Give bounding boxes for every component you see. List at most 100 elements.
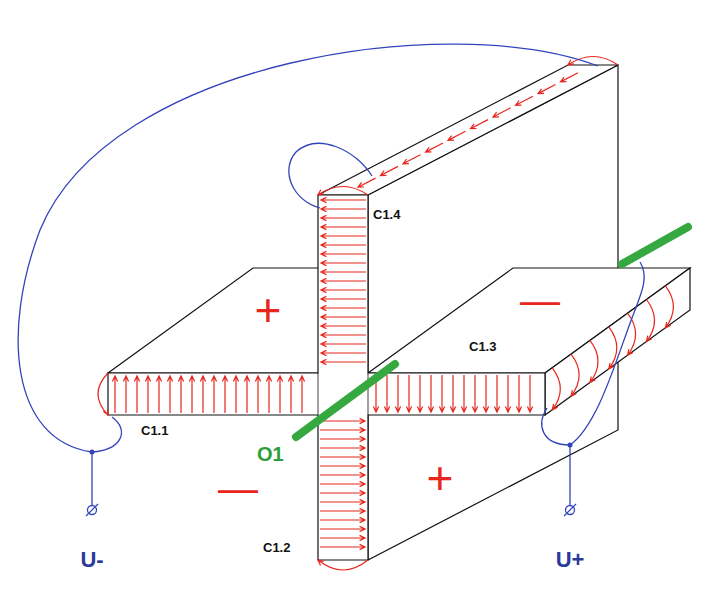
current-arrow [320,508,365,513]
current-arrow [527,375,532,412]
current-arrow [320,490,365,495]
current-arrow [321,278,366,283]
current-arrow [472,375,477,412]
current-arrow [266,376,271,413]
current-arrow [321,206,366,211]
current-arrow [406,375,411,412]
current-arrow [321,197,366,202]
current-arrow [647,300,655,342]
part-label: C1.2 [262,541,291,555]
terminal-symbol [86,504,98,516]
current-arrow [321,224,366,229]
current-arrow [320,472,365,477]
current-arrow [112,376,117,413]
current-arrow [200,376,205,413]
current-arrow [320,436,365,441]
plate-top-strip [318,65,618,195]
current-arrow [321,323,366,328]
current-arrow [505,375,510,412]
current-arrow [516,375,521,412]
current-arrow [561,73,579,82]
terminal-label: U- [80,548,103,571]
current-arrow [321,332,366,337]
current-arrow [403,155,421,164]
current-arrow [288,376,293,413]
current-arrow [384,375,389,412]
current-arrow [483,375,488,412]
current-arrow [321,260,366,265]
wire [92,417,122,452]
current-arrow [244,376,249,413]
current-arrow [299,376,304,413]
junction-dot [568,443,573,448]
wire [18,44,598,452]
part-label: C1.3 [468,340,497,354]
current-arrow [516,96,534,105]
current-arrow [321,296,366,301]
current-arrow [233,376,238,413]
terminal-label: U+ [556,548,585,571]
polarity-sign: — [218,467,258,509]
current-arrow [448,131,466,140]
current-arrow [98,373,108,415]
current-arrow [590,340,598,382]
polarity-sign: — [520,279,560,321]
current-arrow [320,517,365,522]
current-arrow [321,251,366,256]
current-arrow [222,376,227,413]
current-arrow [320,526,365,531]
part-label: C1.4 [372,208,401,222]
current-arrow [321,233,366,238]
current-arrow [321,350,366,355]
wire [91,452,92,505]
current-arrow [318,560,368,570]
current-arrow [318,187,368,196]
current-arrow [571,354,579,396]
current-arrow [321,305,366,310]
current-arrow [320,463,365,468]
current-arrow [538,85,556,94]
current-arrow [211,376,216,413]
current-arrow [381,166,399,175]
current-arrow [417,375,422,412]
current-arrow [321,269,366,274]
axis-line [622,227,688,264]
current-arrow [321,242,366,247]
current-arrow [321,287,366,292]
current-arrow [461,375,466,412]
current-arrow [145,376,150,413]
current-arrow [321,359,366,364]
part-label: C1.1 [140,424,169,438]
current-arrow [493,108,511,117]
current-arrow [123,376,128,413]
current-arrow [439,375,444,412]
current-arrow [395,375,400,412]
current-arrow [320,445,365,450]
wire [570,262,644,445]
junction-dot [90,450,95,455]
current-arrow [321,341,366,346]
axis-label: O1 [256,444,285,465]
wire [542,408,570,445]
cross-front-face [108,195,545,560]
wires [18,44,644,505]
current-arrows [98,57,673,571]
current-arrow [471,120,489,129]
face-edge [318,373,319,415]
axis-line [296,364,395,437]
current-arrow [320,481,365,486]
current-arrow [426,143,444,152]
polarity-sign: + [255,286,282,334]
current-arrow [552,368,560,410]
current-arrow [321,215,366,220]
current-arrow [255,376,260,413]
current-arrow [450,375,455,412]
wire [289,143,372,208]
current-arrow [178,376,183,413]
terminal-symbol [564,504,576,516]
current-arrow [189,376,194,413]
current-arrow [134,376,139,413]
current-arrow [320,544,365,549]
